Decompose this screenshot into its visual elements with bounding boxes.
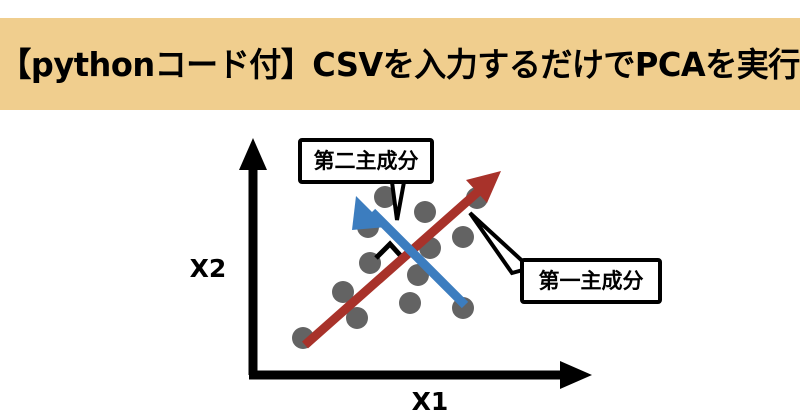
callout-second-label: 第二主成分	[314, 149, 419, 173]
second-principal-component-arrow	[352, 196, 469, 309]
first-principal-component-arrow	[302, 171, 501, 349]
right-angle-marker	[374, 240, 402, 260]
scatter-point	[414, 201, 436, 223]
y-axis	[239, 138, 267, 375]
scatter-point	[399, 292, 421, 314]
callout-first-label: 第一主成分	[539, 269, 644, 293]
callout-first-principal-component: 第一主成分	[468, 211, 662, 304]
red-arrow-shaft	[302, 186, 483, 349]
scatter-point	[452, 226, 474, 248]
x-axis-arrowhead	[560, 361, 592, 389]
scatter-point	[332, 281, 354, 303]
scatter-point	[374, 186, 396, 208]
header-banner: 【pythonコード付】CSVを入力するだけでPCAを実行	[0, 18, 800, 110]
callout-second-tail	[389, 180, 407, 221]
pca-diagram: X2 X1	[0, 110, 800, 420]
red-arrow-head	[466, 171, 501, 203]
y-axis-arrowhead	[239, 138, 267, 170]
y-axis-label: X2	[190, 254, 227, 283]
pca-diagram-svg: X2 X1	[190, 138, 662, 416]
callout-second-box	[298, 138, 434, 184]
x-axis-label: X1	[412, 387, 449, 416]
callout-first-box	[520, 258, 662, 304]
blue-arrow-shaft	[368, 208, 469, 309]
page-title: 【pythonコード付】CSVを入力するだけでPCAを実行	[0, 44, 800, 84]
x-axis	[249, 361, 592, 389]
blue-arrow-head	[352, 196, 387, 230]
scatter-point	[346, 307, 368, 329]
callout-second-principal-component: 第二主成分	[298, 138, 434, 221]
